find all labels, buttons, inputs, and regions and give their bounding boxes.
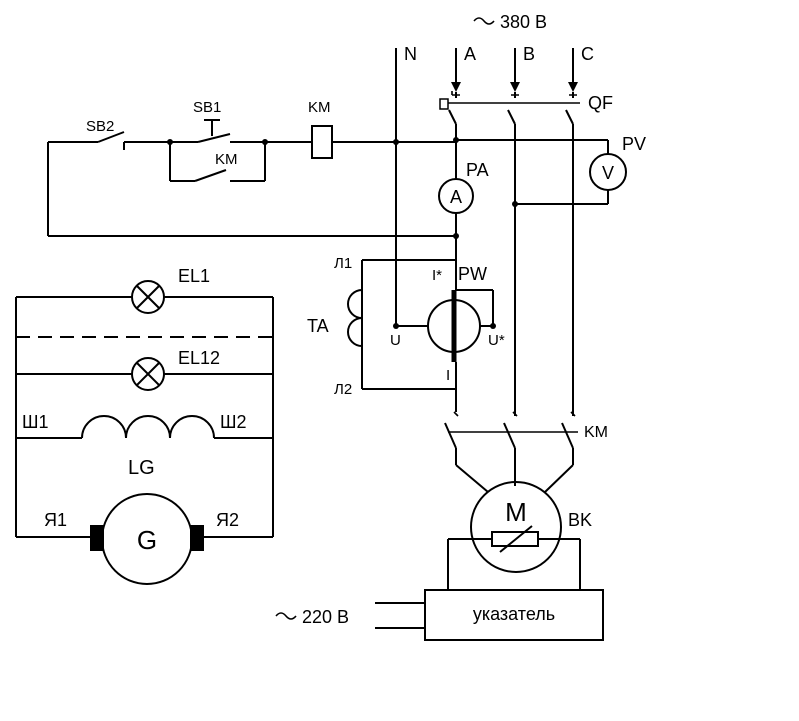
arrow-down-icon — [451, 82, 461, 92]
breaker-latch-icon — [439, 98, 449, 110]
pw-u-label: U — [390, 332, 401, 349]
indicator-box: указатель 220 В — [275, 589, 604, 641]
phase-c-label: C — [581, 44, 594, 64]
sb2-label: SB2 — [86, 118, 114, 135]
main-supply-label: 380 В — [473, 12, 547, 32]
el12-label: EL12 — [178, 348, 220, 368]
contactor-km: KM — [444, 405, 608, 493]
km-main-label: KM — [584, 424, 608, 441]
phase-lines — [395, 48, 578, 326]
lamp-el12-icon — [131, 357, 165, 391]
lamp-el1-icon — [131, 280, 165, 314]
ya1-label: Я1 — [44, 510, 67, 530]
generator-symbol: G — [137, 525, 157, 555]
pa-symbol: A — [450, 187, 462, 207]
ta-label: TA — [307, 316, 329, 336]
aux-voltage-text: 220 В — [302, 607, 349, 627]
phase-n-label: N — [404, 44, 417, 64]
brush-right-icon — [190, 525, 204, 551]
qf-label: QF — [588, 93, 613, 113]
phase-a-label: A — [464, 44, 476, 64]
phase-b-label: B — [523, 44, 535, 64]
breaker-qf: QF — [439, 91, 613, 140]
motor-symbol: M — [505, 497, 527, 527]
sb1-label: SB1 — [193, 99, 221, 116]
sh2-label: Ш2 — [220, 412, 247, 432]
pw-label: PW — [458, 264, 487, 284]
lg-label: LG — [128, 457, 155, 479]
voltmeter-pv: V PV — [589, 134, 646, 191]
main-voltage-text: 380 В — [500, 12, 547, 32]
motor-circle-icon — [470, 481, 562, 573]
current-transformer-ta: Л1 Л2 TA — [307, 255, 456, 398]
arrow-down-icon — [568, 82, 578, 92]
wattmeter-pw: I* PW U U* I — [390, 260, 505, 389]
motor-m: M BK — [447, 481, 592, 590]
arrow-down-icon — [510, 82, 520, 92]
brush-left-icon — [90, 525, 104, 551]
inductor-coil-icon — [81, 415, 215, 439]
generator-circle-icon — [101, 493, 193, 585]
inductor-coil-icon — [347, 289, 363, 347]
pv-symbol: V — [602, 163, 614, 183]
tilde-icon — [275, 612, 297, 620]
meter-circle-icon — [589, 153, 627, 191]
km-coil-label: KM — [308, 99, 331, 116]
sh1-label: Ш1 — [22, 412, 49, 432]
indicator-label: указатель — [473, 604, 555, 624]
pa-label: PA — [466, 160, 489, 180]
pw-i-star-label: I* — [432, 267, 442, 284]
ammeter-pa: A PA — [438, 160, 489, 260]
ya2-label: Я2 — [216, 510, 239, 530]
control-circuit: SB2 SB1 KM KM — [47, 99, 459, 239]
km-hold-label: KM — [215, 151, 238, 168]
bk-label: BK — [568, 510, 592, 530]
pw-i-label: I — [446, 367, 450, 384]
pw-u-star-label: U* — [488, 332, 505, 349]
l2-label: Л2 — [334, 381, 352, 398]
tilde-icon — [473, 17, 495, 25]
el1-label: EL1 — [178, 266, 210, 286]
pv-label: PV — [622, 134, 646, 154]
generator-circuit: EL1 EL12 Ш1 Ш2 LG G Я1 Я2 — [15, 266, 274, 585]
phase-continuation — [453, 137, 609, 405]
l1-label: Л1 — [334, 255, 352, 272]
coil-km-icon — [311, 125, 333, 159]
